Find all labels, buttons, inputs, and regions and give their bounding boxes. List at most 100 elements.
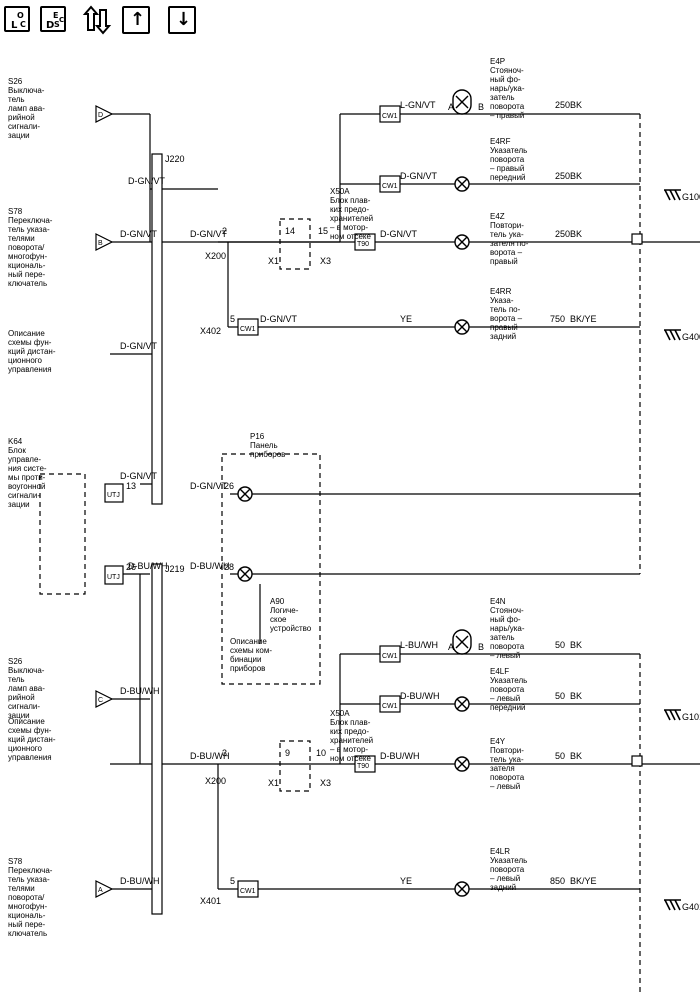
gauge-label: 850 <box>550 876 565 886</box>
lamp-e4y-icon <box>454 756 470 772</box>
desc-button-label: C <box>59 16 65 24</box>
wire-label: YE <box>400 876 412 886</box>
pin-label: 15 <box>318 226 328 236</box>
wire-label: D-BU/WH <box>190 751 230 761</box>
connector-label: X200 <box>205 251 226 261</box>
wire-label: D-GN/VT <box>120 471 158 481</box>
splice-j219 <box>151 563 163 915</box>
wire-label: BK <box>570 691 582 701</box>
gauge-label: 250 <box>555 100 570 110</box>
arrow-up-icon: ↑ <box>130 9 146 30</box>
pin-label: 5 <box>230 314 235 324</box>
toolbar: L O C D E S C ↑ ↓ <box>0 0 220 44</box>
pin-label: 26 <box>224 481 234 491</box>
wire-label: BK <box>570 171 582 181</box>
nav-up-button[interactable]: ↑ <box>122 6 150 34</box>
loc-button-label: C <box>20 20 26 29</box>
lamp-e4rf-icon <box>454 176 470 192</box>
gauge-label: 750 <box>550 314 565 324</box>
gauge-label: 250 <box>555 171 570 181</box>
wire-label: D-BU/WH <box>120 686 160 696</box>
pin-label: 9 <box>285 748 290 758</box>
t90-box <box>354 755 376 773</box>
lamp-e4p-icon <box>452 89 472 115</box>
ground-label: G401 <box>682 902 700 912</box>
ground-label: G100 <box>682 192 700 202</box>
desc-button-label: D <box>46 20 55 31</box>
connector-label: UTJ <box>107 492 120 499</box>
pin-label: 28 <box>224 562 234 572</box>
tools-flow-icon[interactable] <box>82 4 114 36</box>
lamp-e4lr-icon <box>454 881 470 897</box>
connector-label: CW1 <box>382 113 398 120</box>
wire-label: BK <box>570 229 582 239</box>
lamp-e4lf-icon <box>454 696 470 712</box>
loc-button-label: O <box>17 11 24 20</box>
desc-button-label: S <box>54 20 60 29</box>
wire-label: D-BU/WH <box>400 691 440 701</box>
gauge-label: 50 <box>555 691 565 701</box>
wire-label: D-GN/VT <box>128 176 166 186</box>
desc-button[interactable]: D E S C <box>40 6 66 32</box>
wire-label: D-GN/VT <box>380 229 418 239</box>
wiring-diagram: J220 J219 X200 X200 X402 X401 X1 X3 X1 X… <box>0 44 700 994</box>
wire-label: D-GN/VT <box>120 229 158 239</box>
wire-label: BK/YE <box>570 314 597 324</box>
cw1-box <box>379 105 401 123</box>
connector-label: X200 <box>205 776 226 786</box>
pin-label: 10 <box>316 748 326 758</box>
ground-g101-icon <box>663 709 682 721</box>
connector-label: T90 <box>357 763 369 770</box>
pin-label: A <box>98 887 103 894</box>
splice-label: J220 <box>165 154 185 164</box>
pin-label: 14 <box>285 226 295 236</box>
connector-label: X1 <box>268 256 279 266</box>
connector-label: X3 <box>320 256 331 266</box>
gauge-label: 50 <box>555 751 565 761</box>
connector-label: CW1 <box>240 326 256 333</box>
connector-label: CW1 <box>382 183 398 190</box>
dashed-boxes <box>39 114 641 994</box>
gauge-label: 250 <box>555 229 570 239</box>
switch-s26-top <box>95 105 114 123</box>
connector-label: CW1 <box>382 703 398 710</box>
connector-label: T90 <box>357 241 369 248</box>
connector-label: X402 <box>200 326 221 336</box>
cw1-box <box>237 318 259 336</box>
wire-label: D-BU/WH <box>128 561 168 571</box>
switch-s78-bot <box>95 880 114 898</box>
wire-label: D-BU/WH <box>190 561 230 571</box>
gauge-label: 50 <box>555 640 565 650</box>
pin-label: C <box>98 697 103 704</box>
splice-label: J219 <box>165 564 185 574</box>
cw1-box <box>237 880 259 898</box>
ground-g400-icon <box>663 329 682 341</box>
pin-label: A <box>448 642 454 652</box>
connector-label: X1 <box>268 778 279 788</box>
splice-j220 <box>151 153 163 505</box>
ground-node <box>631 233 643 245</box>
wire-label: D-BU/WH <box>380 751 420 761</box>
lamp-p16-right-icon <box>237 486 253 502</box>
lamp-e4n-icon <box>452 629 472 655</box>
wire-label: D-GN/VT <box>400 171 438 181</box>
cw1-box <box>379 645 401 663</box>
wire-label: BK <box>570 751 582 761</box>
nav-down-button[interactable]: ↓ <box>168 6 196 34</box>
loc-button[interactable]: L O C <box>4 6 30 32</box>
wire-label: D-GN/VT <box>190 229 228 239</box>
